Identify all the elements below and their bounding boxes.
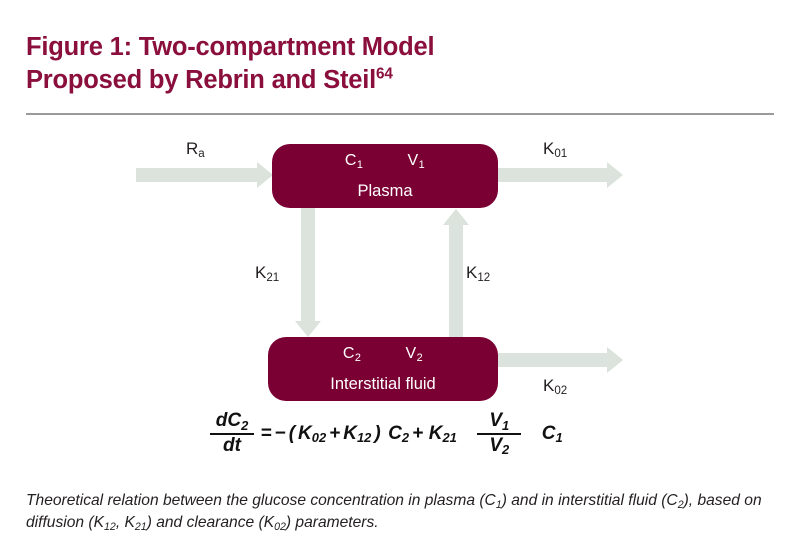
interstitial-to-plasma-arrow bbox=[443, 209, 469, 340]
plasma-clearance-label: K01 bbox=[543, 139, 568, 161]
equation-lhs-fraction-bar bbox=[210, 432, 254, 435]
figure-title-line-1: Figure 1: Two-compartment Model bbox=[26, 33, 435, 61]
plasma-to-interstitial-label: K21 bbox=[255, 263, 280, 285]
figure-title: Figure 1: Two-compartment Model Proposed… bbox=[26, 31, 726, 97]
plasma-volume-symbol: V1 bbox=[407, 152, 426, 172]
plasma-clearance-label-sub: 01 bbox=[554, 148, 568, 161]
input-rate-label: Ra bbox=[186, 139, 205, 161]
equation-volume-ratio-fraction: V1 V2 bbox=[477, 410, 522, 458]
input-rate-arrow bbox=[136, 162, 273, 188]
figure-caption: Theoretical relation between the glucose… bbox=[26, 490, 778, 534]
equation-term-k21: K21 bbox=[428, 422, 457, 446]
interstitial-to-plasma-label-base: K bbox=[466, 263, 478, 282]
equation-term-k02: K02 bbox=[298, 422, 327, 446]
equation-plus-sign-2: + bbox=[412, 422, 424, 444]
interstitial-to-plasma-label-sub: 12 bbox=[477, 272, 491, 285]
compartment-box-interstitial-fluid: C2 V2 Interstitial fluid bbox=[268, 337, 498, 401]
interstitial-symbols-row: C2 V2 bbox=[268, 345, 498, 365]
equation-minus-sign: − bbox=[274, 422, 286, 444]
interstitial-compartment-name: Interstitial fluid bbox=[330, 375, 436, 393]
equation-equals-sign: = bbox=[260, 422, 272, 444]
equation-term-c2: C2 bbox=[388, 422, 410, 446]
equation-term-k12: K12 bbox=[343, 422, 372, 446]
model-equation: dC2 dt = − ( K02 + K12 ) C2 + K21 V1 V2 … bbox=[205, 410, 564, 458]
plasma-to-interstitial-label-base: K bbox=[255, 263, 267, 282]
plasma-concentration-symbol: C1 bbox=[344, 152, 364, 172]
equation-close-paren: ) bbox=[374, 422, 381, 444]
input-rate-label-base: R bbox=[186, 139, 199, 158]
equation-lhs-denominator: dt bbox=[223, 434, 241, 456]
caption-line-1: Theoretical relation between the glucose… bbox=[26, 492, 624, 511]
plasma-clearance-label-base: K bbox=[543, 139, 555, 158]
interstitial-volume-symbol: V2 bbox=[405, 345, 424, 365]
interstitial-to-plasma-label: K12 bbox=[466, 263, 491, 285]
interstitial-clearance-arrow bbox=[498, 347, 623, 373]
equation-term-c1: C1 bbox=[541, 422, 563, 446]
equation-lhs-fraction: dC2 dt bbox=[210, 410, 254, 456]
figure-title-line-2: Proposed by Rebrin and Steil bbox=[26, 65, 377, 94]
interstitial-clearance-label-sub: 02 bbox=[554, 385, 568, 398]
plasma-to-interstitial-arrow bbox=[295, 208, 321, 337]
interstitial-clearance-label-base: K bbox=[543, 376, 555, 395]
equation-plus-sign-1: + bbox=[329, 422, 341, 444]
plasma-symbols-row: C1 V1 bbox=[272, 152, 498, 172]
interstitial-clearance-label: K02 bbox=[543, 376, 568, 398]
plasma-clearance-arrow bbox=[498, 162, 623, 188]
equation-volume-ratio-numerator: V1 bbox=[489, 410, 510, 433]
figure-title-reference-superscript: 64 bbox=[376, 65, 393, 83]
input-rate-label-sub: a bbox=[198, 148, 205, 161]
title-divider-rule bbox=[26, 113, 774, 115]
plasma-to-interstitial-label-sub: 21 bbox=[266, 272, 280, 285]
equation-open-paren: ( bbox=[288, 422, 296, 444]
equation-volume-ratio-denominator: V2 bbox=[489, 434, 510, 458]
interstitial-concentration-symbol: C2 bbox=[342, 345, 362, 365]
caption-line-2: fluid (C2), based on diffusion (K12, K21… bbox=[26, 492, 762, 534]
compartment-box-plasma: C1 V1 Plasma bbox=[272, 144, 498, 208]
equation-lhs-numerator: dC2 bbox=[215, 410, 249, 433]
plasma-compartment-name: Plasma bbox=[357, 182, 413, 200]
equation-volume-ratio-bar bbox=[477, 432, 522, 435]
